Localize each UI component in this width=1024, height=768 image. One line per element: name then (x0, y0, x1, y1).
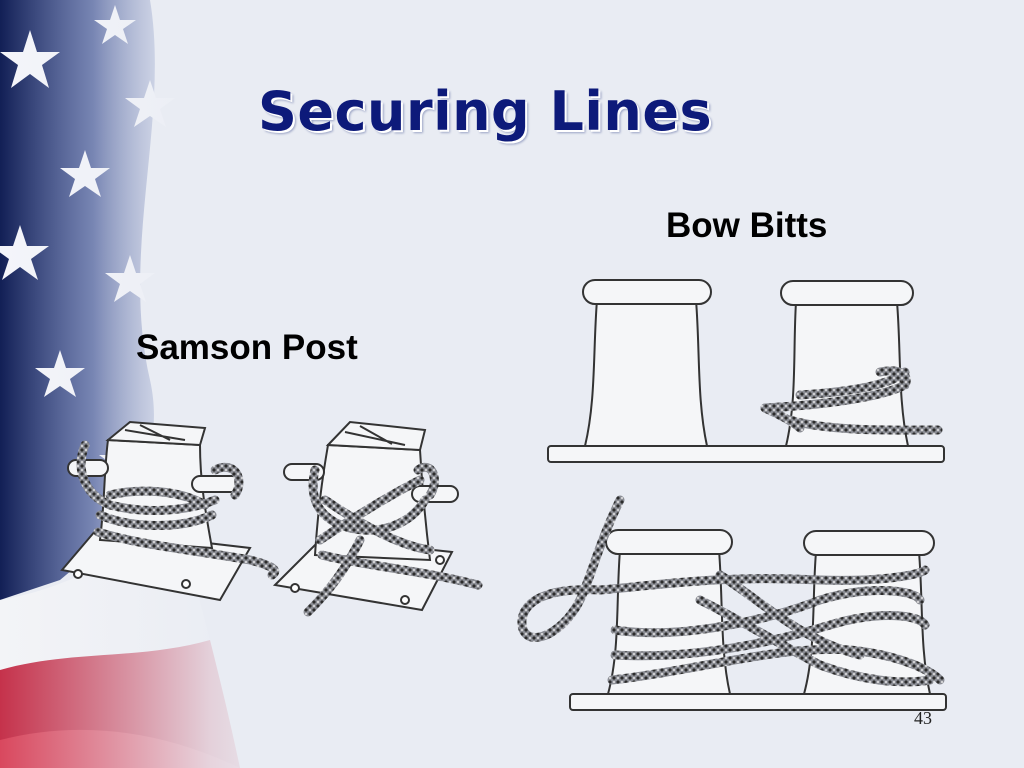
bow-bitts-diagram-top (547, 279, 945, 463)
page-number: 43 (914, 708, 932, 728)
rope-bottom (517, 495, 945, 687)
rope-samson-left (76, 440, 280, 580)
rope-samson-right (303, 463, 483, 617)
samson-post-diagram-right (272, 420, 459, 612)
samson-post-label: Samson Post (136, 328, 358, 367)
rope-top (760, 366, 943, 435)
slide-title: Securing Lines (258, 80, 713, 143)
bow-bitts-label: Bow Bitts (666, 206, 828, 245)
